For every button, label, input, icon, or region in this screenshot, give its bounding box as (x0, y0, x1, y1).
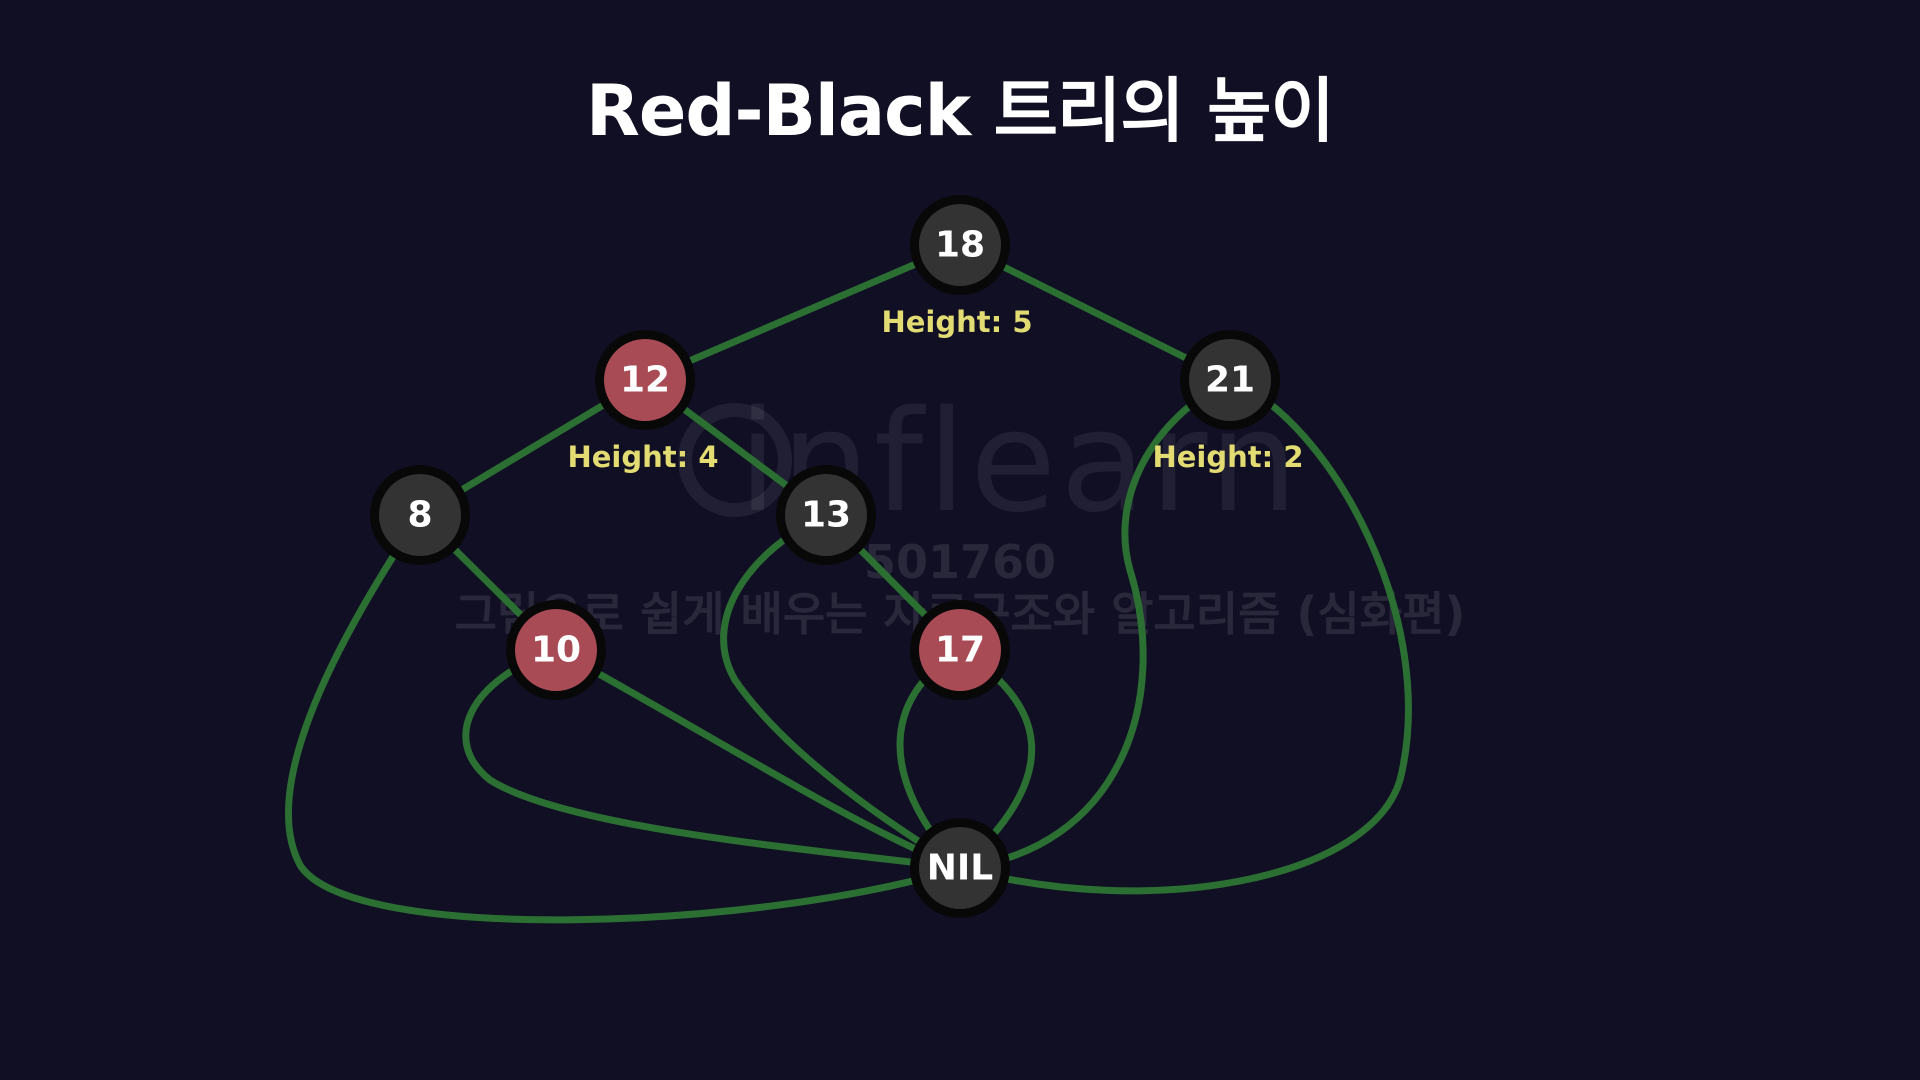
edge-18-21 (956, 241, 1234, 384)
edge-10-nil-left (462, 646, 964, 872)
node-10: 10 (506, 600, 606, 700)
tree-edges (284, 241, 1412, 924)
edge-21-nil-outer (956, 376, 1412, 895)
node-label: 13 (801, 495, 851, 536)
node-label: 21 (1205, 360, 1255, 401)
edge-8-nil (284, 511, 964, 924)
height-label-12: Height: 4 (567, 440, 718, 474)
node-18: 18 (910, 195, 1010, 295)
height-label-18: Height: 5 (881, 305, 1032, 339)
node-label: 17 (935, 630, 985, 671)
height-label-21: Height: 2 (1152, 440, 1303, 474)
node-17: 17 (910, 600, 1010, 700)
inflearn-logo-mark (678, 403, 792, 517)
edge-13-nil (720, 511, 964, 872)
node-21: 21 (1180, 330, 1280, 430)
page-title: Red-Black 트리의 높이 (586, 70, 1335, 152)
node-label: 10 (531, 630, 581, 671)
height-labels: Height: 5 Height: 4 Height: 2 (567, 305, 1303, 474)
watermark-id: 501760 (864, 535, 1056, 589)
edge-18-12 (641, 241, 964, 384)
node-label: NIL (927, 848, 993, 889)
node-nil: NIL (910, 818, 1010, 918)
node-13: 13 (776, 465, 876, 565)
edge-21-nil-inner (956, 376, 1234, 872)
node-12: 12 (595, 330, 695, 430)
node-label: 8 (407, 495, 432, 536)
node-8: 8 (370, 465, 470, 565)
node-label: 18 (935, 225, 985, 266)
node-label: 12 (620, 360, 670, 401)
